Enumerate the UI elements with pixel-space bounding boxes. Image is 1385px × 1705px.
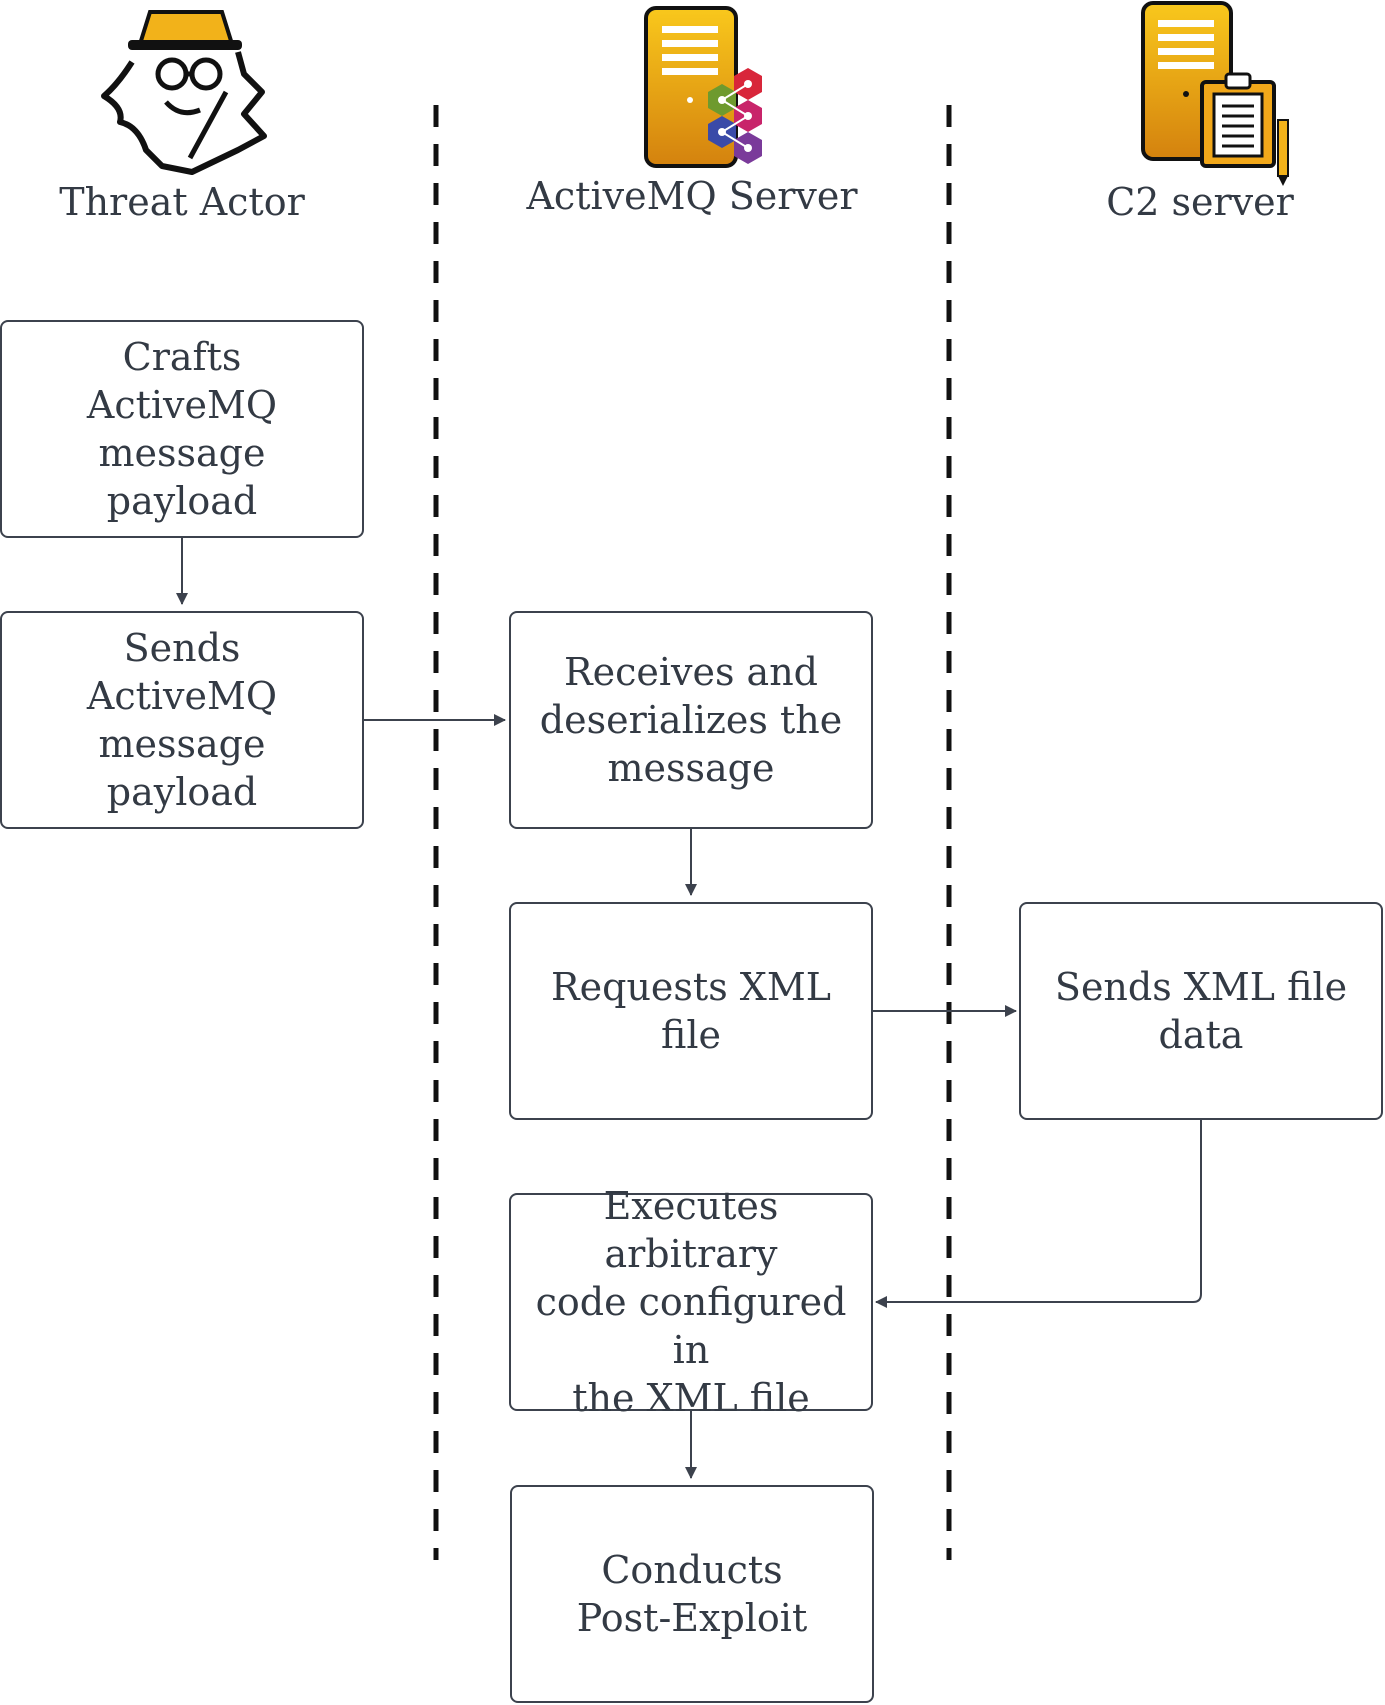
- step-executes-code: Executes arbitrary code configured in th…: [509, 1184, 873, 1420]
- lane-label-threat-actor: Threat Actor: [59, 180, 305, 224]
- step-post-exploit-text: Conducts Post-Exploit: [576, 1548, 808, 1640]
- step-receives-deserializes: Receives and deserializes the message: [509, 611, 873, 829]
- server-clipboard-icon: [1141, 1, 1289, 186]
- step-receives-deserializes-text: Receives and deserializes the message: [539, 650, 843, 790]
- step-crafts-payload: Crafts ActiveMQ message payload: [0, 320, 364, 538]
- step-requests-xml: Requests XML file: [509, 902, 873, 1120]
- step-sends-xml-data-text: Sends XML file data: [1054, 965, 1348, 1057]
- step-crafts-payload-text: Crafts ActiveMQ message payload: [86, 335, 278, 523]
- step-post-exploit: Conducts Post-Exploit: [510, 1485, 874, 1703]
- step-executes-code-text: Executes arbitrary code configured in th…: [535, 1184, 847, 1420]
- step-sends-payload: Sends ActiveMQ message payload: [0, 611, 364, 829]
- server-activemq-icon: [644, 6, 762, 168]
- spy-icon: [101, 10, 267, 175]
- step-sends-payload-text: Sends ActiveMQ message payload: [86, 626, 278, 814]
- step-requests-xml-text: Requests XML file: [551, 965, 831, 1057]
- arrow-sends-xml-to-executes: [875, 1120, 1202, 1308]
- lane-label-c2-server: C2 server: [1106, 180, 1294, 224]
- step-sends-xml-data: Sends XML file data: [1019, 902, 1383, 1120]
- lane-label-activemq-server: ActiveMQ Server: [526, 174, 858, 218]
